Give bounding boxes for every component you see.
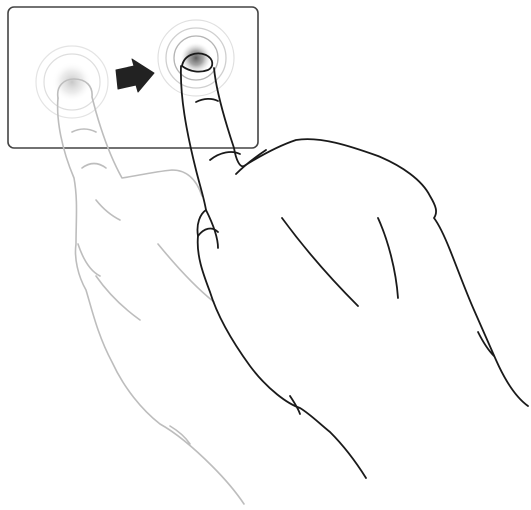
start-hand-ghost-icon xyxy=(56,78,245,505)
touch-ripple-end-icon xyxy=(157,19,235,97)
touch-ripple-start-icon xyxy=(35,45,109,119)
end-hand-icon xyxy=(179,52,529,479)
right-arrow-icon xyxy=(115,58,155,93)
